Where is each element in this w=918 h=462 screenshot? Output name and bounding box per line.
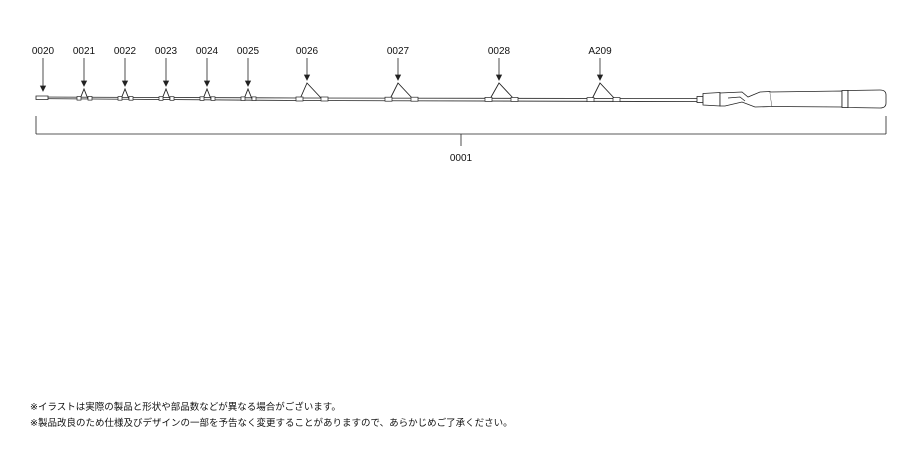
label-0026: 0026 [296, 46, 319, 57]
label-A209: A209 [588, 46, 612, 57]
guide-0022 [120, 87, 130, 100]
guide-0028 [489, 82, 515, 100]
thread-wraps [76, 96, 621, 102]
label-0025: 0025 [237, 46, 260, 57]
label-0027: 0027 [387, 46, 410, 57]
guide-0023 [161, 87, 171, 100]
note-specification-change: ※製品改良のため仕様及びデザインの一部を予告なく変更することがありますので、あら… [30, 418, 513, 429]
note-illustration: ※イラストは実際の製品と形状や部品数などが異なる場合がございます。 [30, 402, 341, 413]
reel-seat-and-handle [696, 89, 887, 109]
label-0001: 0001 [450, 153, 473, 164]
callout-leaders [39, 58, 604, 92]
guide-labels: 0020 0021 0022 0023 0024 0025 0026 0027 … [32, 46, 612, 57]
line-guides [79, 82, 616, 100]
label-0024: 0024 [196, 46, 219, 57]
guide-0026 [299, 82, 323, 100]
label-0021: 0021 [73, 46, 96, 57]
rod-blank [37, 96, 701, 102]
tip-top-guide [35, 95, 49, 100]
label-0028: 0028 [488, 46, 511, 57]
label-0023: 0023 [155, 46, 178, 57]
disclaimer-notes: ※イラストは実際の製品と形状や部品数などが異なる場合がございます。 ※製品改良の… [30, 400, 513, 432]
guide-0027 [389, 82, 414, 100]
guide-0025 [243, 87, 253, 100]
label-0020: 0020 [32, 46, 55, 57]
guide-0021 [79, 87, 89, 100]
guide-A209 [591, 82, 616, 100]
length-bracket [35, 116, 887, 146]
label-0022: 0022 [114, 46, 137, 57]
guide-0024 [202, 87, 212, 100]
